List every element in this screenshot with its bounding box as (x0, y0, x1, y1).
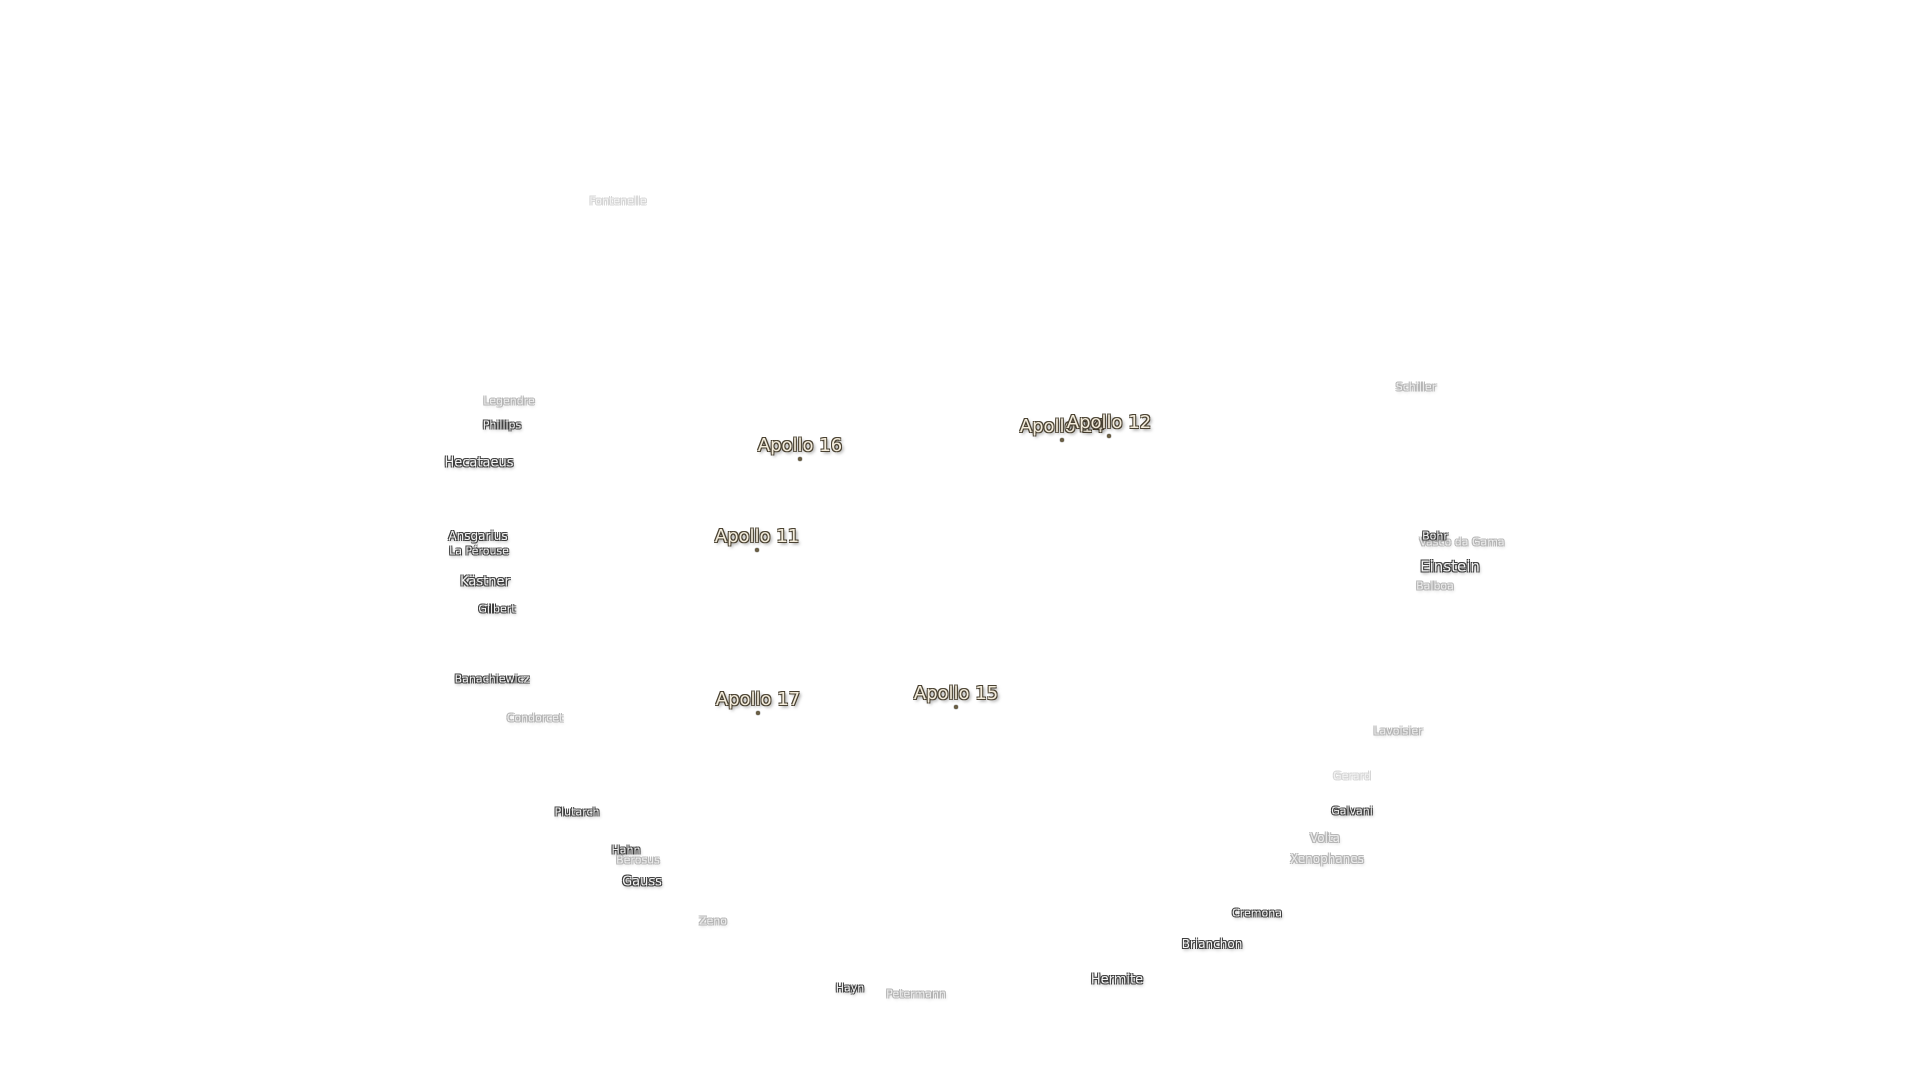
landing-site-pin-icon (1060, 438, 1064, 442)
crater-label-schiller: Schiller (1395, 380, 1437, 394)
apollo-17-label: Apollo 17 (715, 689, 801, 710)
crater-label-hahn: Hahn (611, 843, 641, 857)
crater-label-brianchon: Brianchon (1181, 937, 1243, 951)
crater-label-fontenelle: Fontenelle (589, 194, 647, 208)
apollo-16-label: Apollo 16 (757, 435, 843, 456)
crater-label-kastner: Kästner (460, 574, 510, 590)
crater-label-bohr: Bohr (1422, 529, 1448, 543)
apollo-15-marker[interactable]: Apollo 15 (914, 683, 1040, 725)
crater-label-berosus: Berosus (616, 853, 660, 867)
crater-label-petermann: Petermann (886, 987, 946, 1001)
crater-label-hayn: Hayn (835, 981, 865, 995)
landing-site-pin-icon (954, 705, 958, 709)
apollo-12-label: Apollo 12 (1066, 412, 1152, 433)
crater-label-plutarch: Plutarch (554, 805, 600, 819)
apollo-14-label: Apollo 14 (1019, 416, 1105, 437)
crater-label-einstein: Einstein (1420, 557, 1480, 576)
crater-label-cremona: Cremona (1232, 906, 1282, 920)
crater-label-vasco-da-gama: Vasco da Gama (1419, 535, 1505, 549)
crater-label-xenophanes: Xenophanes (1290, 852, 1364, 866)
crater-label-gilbert: Gilbert (478, 602, 516, 616)
apollo-11-marker[interactable]: Apollo 11 (715, 526, 841, 568)
crater-label-banachiewicz: Banachiewicz (454, 672, 530, 686)
landing-site-pin-icon (755, 548, 759, 552)
apollo-15-label: Apollo 15 (913, 683, 999, 704)
crater-label-hermite: Hermite (1090, 972, 1144, 988)
crater-label-galvani: Galvani (1331, 804, 1373, 818)
crater-label-legendre: Legendre (483, 394, 535, 408)
landing-site-pin-icon (1107, 434, 1111, 438)
crater-label-hecataeus: Hecataeus (444, 455, 514, 471)
crater-label-volta: Volta (1309, 831, 1341, 845)
crater-label-phillips: Phillips (482, 418, 522, 432)
crater-label-gauss: Gauss (622, 874, 662, 890)
crater-label-zeno: Zeno (698, 914, 728, 928)
crater-label-ansgarius: Ansgarius (448, 529, 508, 543)
crater-label-lavoisier: Lavoisier (1373, 724, 1423, 738)
landing-site-pin-icon (798, 457, 802, 461)
crater-label-gerard: Gerard (1333, 769, 1371, 783)
crater-label-condorcet: Condorcet (506, 711, 564, 725)
apollo-11-label: Apollo 11 (714, 526, 800, 547)
crater-label-la-perouse: La Pérouse (449, 544, 509, 558)
apollo-16-marker[interactable]: Apollo 16 (758, 435, 884, 477)
apollo-12-marker[interactable]: Apollo 12 (1067, 412, 1193, 454)
apollo-17-marker[interactable]: Apollo 17 (716, 689, 842, 731)
apollo-14-marker[interactable]: Apollo 14 (1020, 416, 1146, 458)
landing-site-pin-icon (756, 711, 760, 715)
crater-label-balboa: Balboa (1416, 579, 1454, 593)
